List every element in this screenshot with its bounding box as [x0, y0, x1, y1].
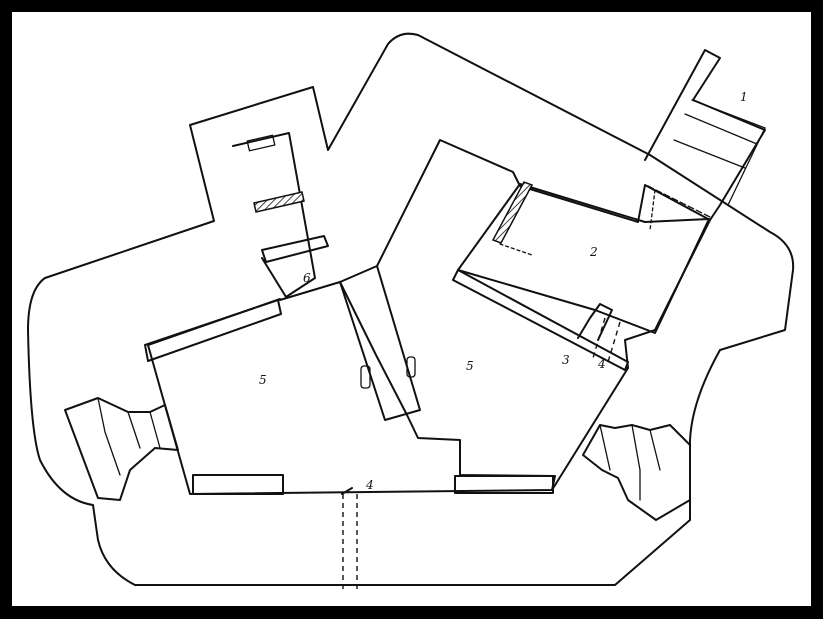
- entrance-1-side: [727, 127, 766, 206]
- label-6: 6: [303, 271, 311, 285]
- tower-6-niche: [246, 134, 276, 152]
- right-embrasure: [582, 424, 691, 521]
- label-5-right: 5: [466, 359, 474, 373]
- label-2: 2: [589, 245, 598, 259]
- room-2-arrow-right: [649, 189, 656, 231]
- tower-6-door-bar: [261, 235, 329, 263]
- pier-niche: [360, 365, 371, 389]
- label-3: 3: [562, 353, 570, 367]
- room-2-hatched-wall: [491, 181, 534, 244]
- tower-6-corridor: [232, 132, 316, 298]
- passage-4-upper: [577, 303, 613, 341]
- right-embrasure-inner: [599, 424, 661, 501]
- left-bench: [192, 474, 284, 495]
- entrance-1-step-1: [691, 99, 766, 129]
- label-5-left: 5: [259, 373, 267, 387]
- label-1: 1: [740, 90, 748, 104]
- label-4-lower: 4: [365, 478, 374, 492]
- left-embrasure-inner: [97, 397, 161, 476]
- room-2-dashed-window: [647, 185, 713, 219]
- central-pier: [339, 265, 421, 421]
- left-hall-wall-strip: [144, 299, 282, 362]
- entrance-1-step-3: [673, 139, 746, 169]
- tower-6-hatched-wall: [253, 191, 305, 213]
- left-embrasure: [64, 397, 179, 501]
- right-hall-5: [376, 139, 711, 491]
- right-bench: [454, 475, 554, 494]
- outer-wall: [27, 32, 795, 586]
- entrance-1-step-2: [684, 113, 758, 145]
- passage-4-upper-dash-1: [592, 317, 606, 359]
- passage-4-upper-dash-2: [607, 321, 621, 363]
- left-hall-5: [147, 281, 556, 495]
- pier-niche-2: [406, 356, 416, 378]
- room-2-arrow-left: [499, 243, 533, 256]
- passage-4-lower-mark: [341, 487, 353, 495]
- label-4-upper: 4: [597, 357, 606, 371]
- gallery-3: [452, 269, 629, 371]
